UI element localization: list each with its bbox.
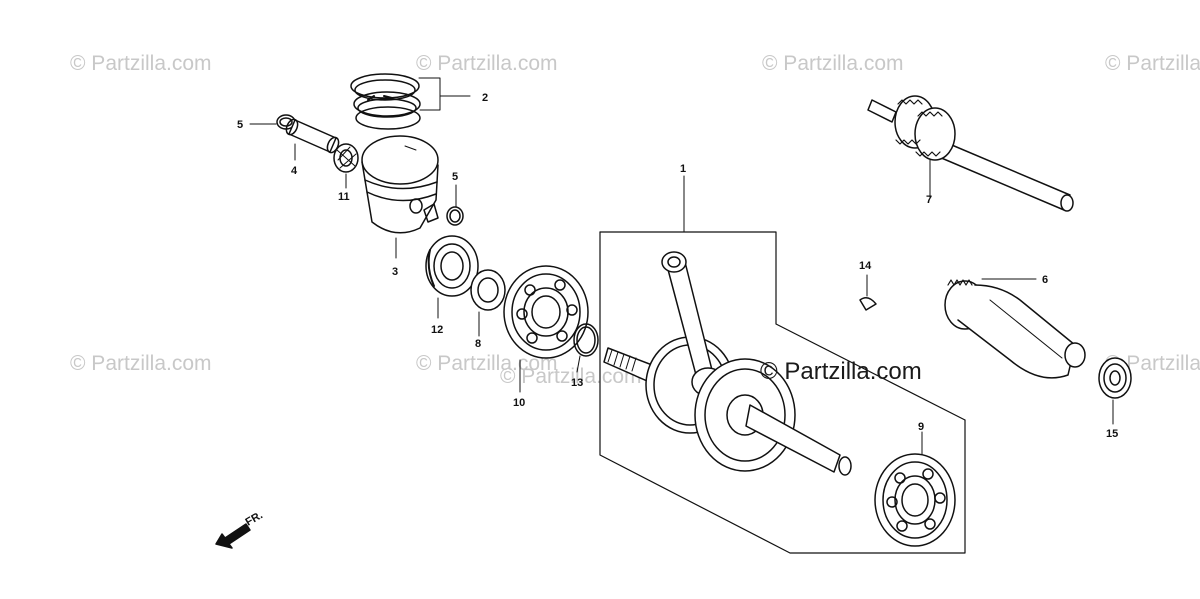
callout-9: 9	[918, 421, 924, 433]
oil-seal[interactable]	[425, 235, 479, 297]
callout-2: 2	[482, 92, 488, 104]
piston-rings[interactable]	[350, 73, 421, 130]
watermark-main: © Partzilla.com	[760, 358, 922, 385]
watermark: © Partzilla.com	[70, 352, 212, 375]
callout-3: 3	[392, 266, 398, 278]
watermark: © Partzilla.com	[500, 365, 642, 388]
small-ball-bearing[interactable]	[1098, 357, 1132, 399]
callout-14: 14	[859, 260, 872, 272]
callout-6: 6	[1042, 274, 1048, 286]
leader-lines	[249, 77, 1114, 455]
callout-11: 11	[338, 191, 350, 203]
callout-13: 13	[571, 377, 583, 389]
piston-pin-clip-right[interactable]	[446, 206, 464, 226]
radial-ball-bearing-right[interactable]	[874, 453, 956, 547]
callout-4: 4	[291, 165, 298, 177]
piston[interactable]	[361, 135, 439, 234]
crankshaft-assembly-outline	[599, 231, 966, 554]
radial-ball-bearing-left[interactable]	[503, 265, 589, 359]
callout-1: 1	[680, 163, 686, 175]
snap-ring[interactable]	[573, 323, 599, 357]
watermark: © Partzilla.com	[1105, 52, 1200, 75]
callout-10: 10	[513, 397, 525, 409]
front-direction-arrow	[215, 523, 251, 549]
crankshaft[interactable]	[603, 251, 852, 476]
callout-5: 5	[452, 171, 458, 183]
callout-15: 15	[1106, 428, 1118, 440]
front-label: FR.	[244, 509, 265, 528]
callout-12: 12	[431, 324, 443, 336]
piston-pin[interactable]	[284, 118, 341, 155]
balancer-shaft[interactable]	[944, 279, 1086, 379]
callout-8: 8	[475, 338, 481, 350]
needle-bearing[interactable]	[333, 143, 359, 173]
callout-5: 5	[237, 119, 243, 131]
watermark: © Partzilla.com	[70, 52, 212, 75]
balancer-gear-shaft[interactable]	[867, 95, 1074, 212]
watermark: © Partzilla.com	[416, 352, 558, 375]
watermark: © Partzilla.com	[416, 52, 558, 75]
washer[interactable]	[470, 269, 506, 311]
woodruff-key[interactable]	[859, 297, 877, 311]
callout-7: 7	[926, 194, 932, 206]
watermark: © Partzilla.com	[762, 52, 904, 75]
